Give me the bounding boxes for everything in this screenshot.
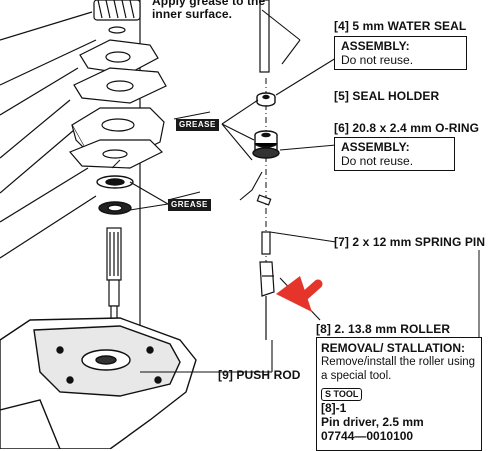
tool-name: Pin driver, 2.5 mm (321, 415, 424, 429)
removal-installation-box: REMOVAL/ STALLATION: Remove/install the … (316, 337, 482, 451)
gearcase-housing (0, 317, 197, 449)
push-rod-part (259, 231, 275, 340)
water-seal-rod (259, 0, 270, 73)
grease-label-upper: GREASE (176, 119, 219, 131)
tool-ref: [8]-1 (321, 401, 347, 415)
callout-push-rod: [9] PUSH ROD (218, 368, 301, 382)
pump-plates (68, 39, 167, 169)
assembly-box-2-text: Do not reuse. (341, 154, 414, 168)
assembly-box-2: ASSEMBLY: Do not reuse. (334, 137, 455, 171)
callout-spring-pin: [7] 2 x 12 mm SPRING PIN (334, 235, 486, 249)
assembly-box-1: ASSEMBLY: Do not reuse. (334, 36, 467, 70)
removal-line2: a special tool. (321, 370, 392, 382)
seal-stack (96, 175, 134, 215)
assembly-box-1-heading: ASSEMBLY: (341, 39, 410, 53)
water-seal-part (256, 92, 276, 107)
callout-roller: [8] 2. 13.8 mm ROLLER (316, 322, 451, 336)
grease-label-lower: GREASE (168, 199, 211, 211)
seal-holder-part (252, 130, 280, 159)
impeller-part (93, 0, 141, 34)
removal-heading: REMOVAL/ STALLATION: (321, 341, 465, 355)
callout-water-seal: [4] 5 mm WATER SEAL (334, 19, 467, 33)
special-tool-tag: S TOOL (321, 388, 363, 401)
callout-o-ring: [6] 20.8 x 2.4 mm O-RING (334, 121, 480, 135)
top-note-line2: inner surface. (152, 7, 233, 21)
assembly-box-1-text: Do not reuse. (341, 53, 414, 67)
top-note-line1: Apply grease to the (152, 0, 266, 8)
removal-line1: Remove/install the roller using (321, 356, 476, 368)
callout-seal-holder: [5] SEAL HOLDER (334, 89, 440, 103)
assembly-box-2-heading: ASSEMBLY: (341, 140, 410, 154)
spring-pin-part (256, 194, 272, 206)
tool-part-number: 07744—0010100 (321, 429, 414, 443)
